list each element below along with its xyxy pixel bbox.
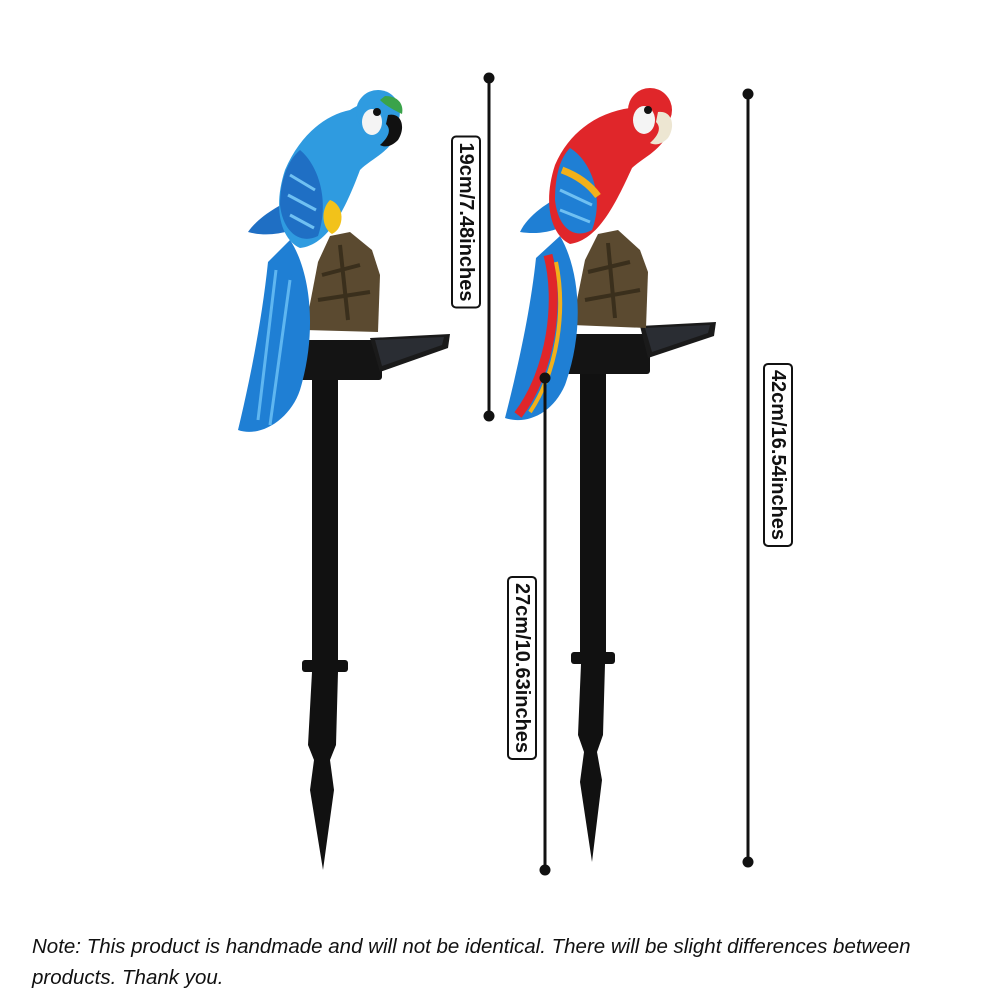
blue-parrot-beak	[380, 114, 403, 147]
blue-parrot-light	[238, 90, 450, 870]
handmade-note: Note: This product is handmade and will …	[32, 935, 911, 989]
blue-parrot-tail	[238, 240, 311, 432]
red-parrot-stake	[571, 372, 615, 862]
total-height-label: 42cm/16.54inches	[763, 362, 793, 548]
red-parrot-beak	[650, 111, 673, 145]
blue-parrot-stake	[302, 380, 348, 870]
red-parrot-light	[505, 88, 716, 862]
stake-height-label: 27cm/10.63inches	[507, 575, 537, 761]
dimension-line-total	[742, 88, 754, 868]
red-parrot-base	[566, 334, 650, 374]
blue-parrot-base	[298, 340, 382, 380]
bird-height-label: 19cm/7.48inches	[451, 135, 481, 309]
dimension-line-bird	[483, 72, 495, 422]
dimension-line-stake	[539, 372, 551, 876]
